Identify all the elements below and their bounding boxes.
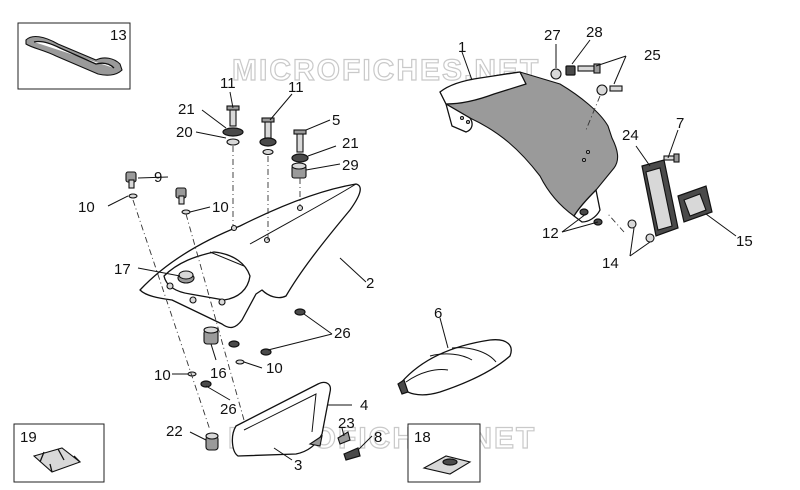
plate-bracket-24 bbox=[641, 159, 679, 237]
license-plate-holder-1 bbox=[439, 71, 619, 223]
callout-10-right: 10 bbox=[266, 360, 283, 377]
callout-21-left: 21 bbox=[178, 101, 195, 118]
callout-labels: 1 2 3 4 5 6 7 8 9 10 10 10 10 11 11 12 1… bbox=[20, 24, 753, 474]
inset-box-part-13 bbox=[17, 22, 131, 90]
callout-24: 24 bbox=[622, 127, 639, 144]
callout-20: 20 bbox=[176, 124, 193, 141]
assembly-lines bbox=[132, 95, 625, 431]
spacer-29 bbox=[291, 162, 307, 179]
callout-7: 7 bbox=[676, 115, 684, 132]
callout-1: 1 bbox=[458, 39, 466, 56]
callout-14: 14 bbox=[602, 255, 619, 272]
screw-11-right bbox=[259, 117, 277, 156]
callout-18: 18 bbox=[414, 429, 431, 446]
nut-28 bbox=[565, 65, 576, 76]
reflector-15 bbox=[677, 185, 713, 223]
callout-3: 3 bbox=[294, 457, 302, 474]
callout-11-left: 11 bbox=[220, 75, 236, 92]
leader-lines bbox=[107, 39, 737, 461]
callout-11-right: 11 bbox=[288, 79, 304, 96]
callout-23: 23 bbox=[338, 415, 355, 432]
callout-4: 4 bbox=[360, 397, 368, 414]
callout-17: 17 bbox=[114, 261, 131, 278]
callout-15: 15 bbox=[736, 233, 753, 250]
inset-box-part-19 bbox=[13, 423, 105, 483]
tool-bag-6 bbox=[397, 339, 512, 396]
callout-26-upper: 26 bbox=[334, 325, 351, 342]
callout-12: 12 bbox=[542, 225, 559, 242]
callout-9: 9 bbox=[154, 169, 162, 186]
screw-8 bbox=[343, 447, 361, 461]
rear-fender-body bbox=[139, 183, 361, 329]
callout-28: 28 bbox=[586, 24, 603, 41]
callout-19: 19 bbox=[20, 429, 37, 446]
callout-16: 16 bbox=[210, 365, 227, 382]
grommet-22 bbox=[205, 432, 219, 451]
callout-6: 6 bbox=[434, 305, 442, 322]
nut-26-lower bbox=[187, 371, 212, 388]
callout-29: 29 bbox=[342, 157, 359, 174]
screw-25 bbox=[577, 63, 623, 96]
callout-27: 27 bbox=[544, 27, 561, 44]
washer-21-left bbox=[222, 127, 244, 137]
callout-10-left: 10 bbox=[78, 199, 95, 216]
callout-10-center: 10 bbox=[212, 199, 229, 216]
screw-9-right bbox=[175, 187, 191, 215]
grommet-17 bbox=[177, 270, 195, 284]
washer-20 bbox=[226, 138, 240, 146]
callout-8: 8 bbox=[374, 429, 382, 446]
callout-5: 5 bbox=[332, 112, 340, 129]
clip-23 bbox=[337, 431, 351, 445]
callout-25: 25 bbox=[644, 47, 661, 64]
screw-9-left bbox=[125, 171, 138, 199]
callout-10-lower: 10 bbox=[154, 367, 171, 384]
inset-box-part-18 bbox=[407, 423, 481, 483]
nut-26-upper bbox=[228, 308, 306, 365]
callout-21-right: 21 bbox=[342, 135, 359, 152]
callout-13: 13 bbox=[110, 27, 127, 44]
washer-14 bbox=[627, 219, 655, 243]
screw-11-left bbox=[226, 105, 240, 127]
side-cover-3 bbox=[231, 381, 332, 457]
screw-7 bbox=[663, 153, 680, 163]
rubber-mount-16 bbox=[203, 326, 219, 345]
callout-2: 2 bbox=[366, 275, 374, 292]
washer-27 bbox=[550, 68, 562, 80]
callout-26-lower: 26 bbox=[220, 401, 237, 418]
callout-22: 22 bbox=[166, 423, 183, 440]
screw-5 bbox=[291, 129, 309, 163]
